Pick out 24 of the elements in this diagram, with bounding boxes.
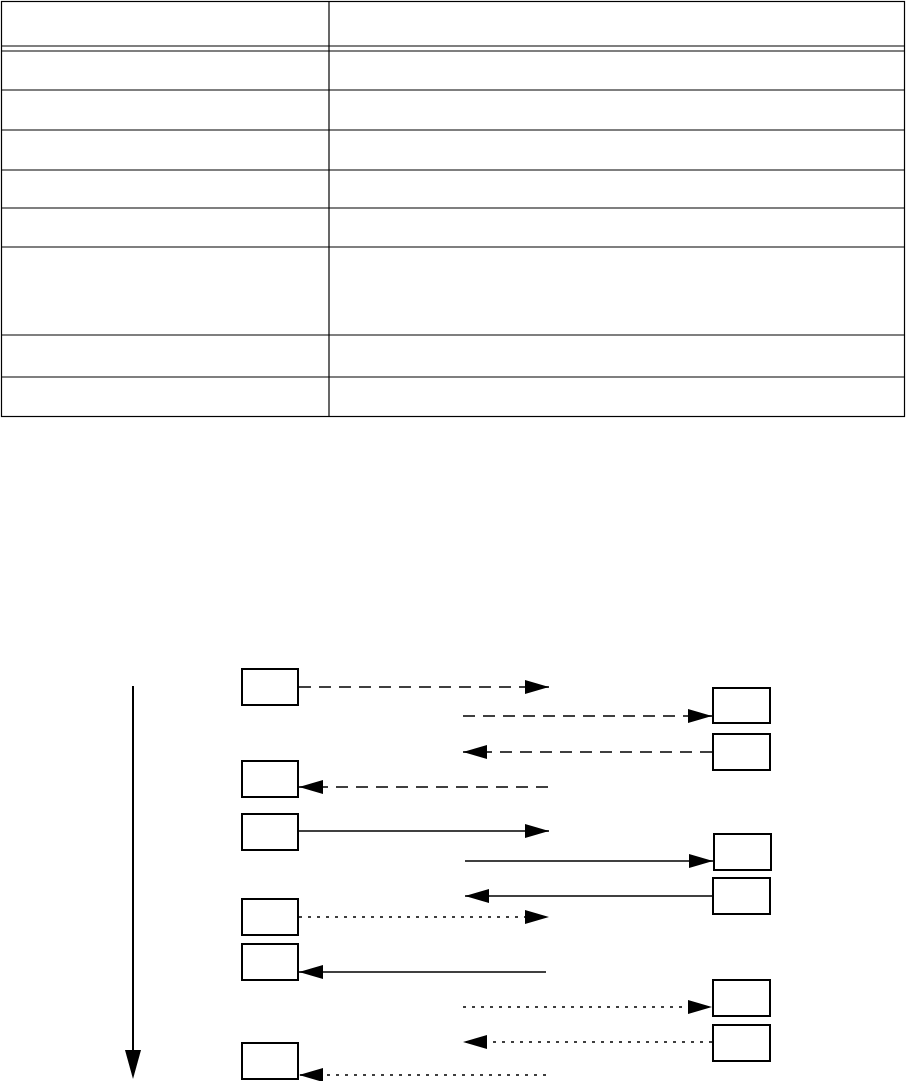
empty-box bbox=[241, 943, 299, 981]
empty-box bbox=[712, 1024, 771, 1062]
empty-box bbox=[713, 833, 772, 871]
empty-box bbox=[241, 760, 299, 798]
arrow bbox=[462, 1035, 713, 1049]
empty-box bbox=[712, 979, 771, 1017]
arrow bbox=[298, 824, 550, 838]
arrow bbox=[464, 889, 713, 903]
empty-box bbox=[241, 668, 299, 706]
arrow bbox=[298, 680, 550, 694]
arrow bbox=[298, 965, 547, 979]
empty-box bbox=[241, 898, 299, 936]
empty-box bbox=[712, 877, 771, 915]
arrow bbox=[464, 854, 714, 868]
empty-box bbox=[712, 687, 771, 724]
empty-box bbox=[241, 813, 299, 851]
arrow bbox=[462, 709, 713, 723]
arrow bbox=[462, 1000, 713, 1014]
arrow bbox=[298, 1068, 547, 1081]
empty-box bbox=[241, 1042, 299, 1080]
arrow bbox=[298, 910, 550, 924]
empty-box bbox=[712, 733, 771, 771]
arrow bbox=[462, 745, 713, 759]
arrow bbox=[298, 780, 549, 794]
